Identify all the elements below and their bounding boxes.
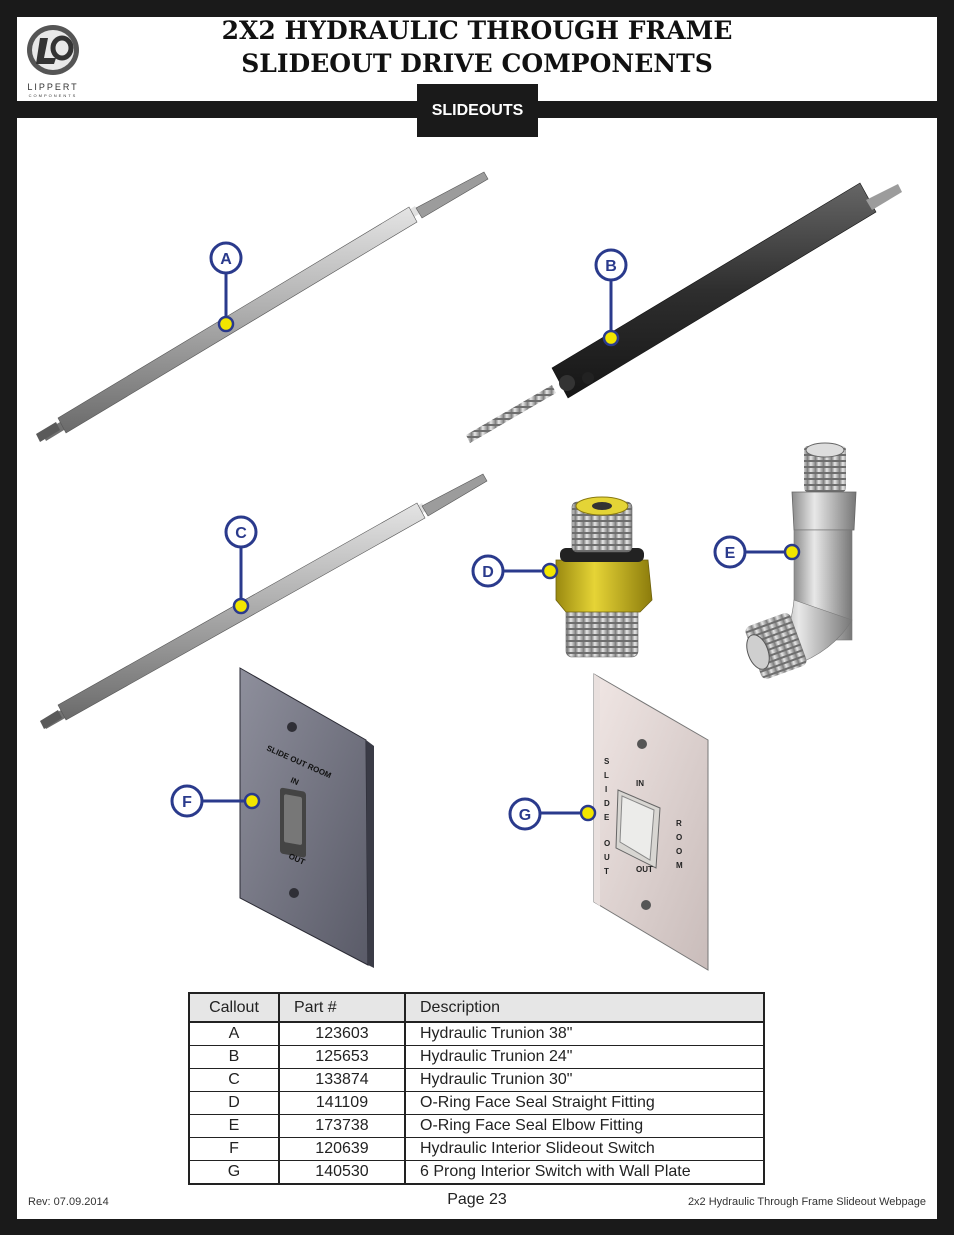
logo-c [50, 35, 74, 61]
parts-table: Callout Part # Description A 123603 Hydr… [188, 992, 765, 1185]
callout-a-label: A [220, 251, 232, 268]
callout-b: B [594, 248, 628, 347]
cell-description: Hydraulic Trunion 30" [405, 1068, 764, 1092]
switch-g-in: IN [636, 779, 644, 788]
callout-e: E [713, 535, 801, 569]
switch-g-out: OUT [636, 865, 653, 874]
callout-b-label: B [605, 258, 617, 275]
cell-callout: G [189, 1160, 280, 1184]
logo-text: LIPPERT [27, 82, 78, 92]
cell-part-number: 125653 [279, 1045, 406, 1069]
switch-g-letter: O [604, 839, 610, 848]
switch-g-letter: I [605, 785, 607, 794]
logo-l [36, 38, 56, 64]
table-row: C 133874 Hydraulic Trunion 30" [189, 1068, 764, 1092]
switch-g-letter: T [604, 867, 609, 876]
cell-description: 6 Prong Interior Switch with Wall Plate [420, 1163, 691, 1180]
callout-g: G [508, 797, 597, 831]
cell-description: O-Ring Face Seal Straight Fitting [405, 1091, 764, 1115]
frame-right [937, 118, 954, 1235]
interior-switch-plate-g: S L I D E O U T R O O M IN OUT [593, 673, 709, 971]
cell-callout: A [189, 1022, 280, 1046]
switch-g-right-letters: R O O M [676, 819, 683, 870]
header-callout: Callout [189, 993, 280, 1023]
cell-callout: D [189, 1091, 280, 1115]
cell-part-number: 123603 [279, 1022, 406, 1046]
switch-g-letter: L [604, 771, 609, 780]
switch-g-letter: E [604, 813, 610, 822]
title-line-2: SLIDEOUT DRIVE COMPONENTS [241, 49, 713, 78]
frame-bottom [0, 1219, 954, 1235]
revision-date: Rev: 07.09.2014 [28, 1196, 109, 1208]
cell-part-number: 141109 [279, 1091, 406, 1115]
slideout-switch-plate-f: SLIDE OUT ROOM IN OUT [239, 667, 374, 968]
cell-description: Hydraulic Interior Slideout Switch [405, 1137, 764, 1161]
elbow-fitting [745, 442, 857, 679]
page-title: 2X2 HYDRAULIC THROUGH FRAME SLIDEOUT DRI… [150, 14, 804, 80]
title-line-1: 2X2 HYDRAULIC THROUGH FRAME [221, 16, 733, 45]
table-row: F 120639 Hydraulic Interior Slideout Swi… [189, 1137, 764, 1161]
switch-g-left-letters: S L I D E O U T [604, 757, 610, 876]
callout-d-label: D [482, 564, 494, 581]
cell-description: Hydraulic Trunion 38" [405, 1022, 764, 1046]
trunion-38-rod [36, 171, 489, 442]
cell-callout: F [189, 1137, 280, 1161]
callout-f-label: F [182, 794, 192, 811]
switch-g-letter: M [676, 861, 683, 870]
trunion-24-rod [466, 182, 902, 443]
cell-part-number: 140530 [279, 1160, 406, 1184]
callout-a: A [209, 241, 243, 333]
callout-f: F [170, 784, 261, 818]
callout-c-label: C [235, 525, 247, 542]
table-row: A 123603 Hydraulic Trunion 38" [189, 1022, 764, 1046]
cell-callout: B [189, 1045, 280, 1069]
header-description: Description [405, 993, 764, 1023]
section-tab: SLIDEOUTS [417, 84, 538, 137]
parts-illustration: SLIDE OUT ROOM IN OUT S L I D E O U T R … [36, 171, 902, 971]
callout-c: C [224, 515, 258, 615]
cell-description: O-Ring Face Seal Elbow Fitting [405, 1114, 764, 1138]
cell-callout: C [189, 1068, 280, 1092]
page-number: Page 23 [447, 1191, 507, 1208]
switch-g-letter: D [604, 799, 610, 808]
table-row: D 141109 O-Ring Face Seal Straight Fitti… [189, 1091, 764, 1115]
switch-f-in: IN [289, 776, 300, 788]
switch-g-letter: R [676, 819, 682, 828]
table-row: E 173738 O-Ring Face Seal Elbow Fitting [189, 1114, 764, 1138]
header-part-number: Part # [279, 993, 406, 1023]
table-row: B 125653 Hydraulic Trunion 24" [189, 1045, 764, 1069]
lippert-logo: LIPPERT COMPONENTS [27, 25, 79, 98]
table-row: G 140530 6 Prong Interior Switch with Wa… [189, 1160, 764, 1184]
frame-left [0, 118, 17, 1235]
cell-part-number: 133874 [279, 1068, 406, 1092]
switch-g-letter: O [676, 847, 682, 856]
logo-subtext: COMPONENTS [29, 93, 78, 98]
table-header-row: Callout Part # Description [189, 993, 764, 1023]
switch-g-letter: O [676, 833, 682, 842]
switch-g-letter: U [604, 853, 610, 862]
cell-part-number: 173738 [279, 1114, 406, 1138]
callout-e-label: E [725, 545, 736, 562]
cell-callout: E [189, 1114, 280, 1138]
cell-description: Hydraulic Trunion 24" [405, 1045, 764, 1069]
switch-g-letter: S [604, 757, 610, 766]
straight-fitting [555, 496, 653, 658]
document-name: 2x2 Hydraulic Through Frame Slideout Web… [687, 1196, 926, 1208]
callout-d: D [471, 554, 559, 588]
cell-part-number: 120639 [279, 1137, 406, 1161]
callout-g-label: G [519, 807, 531, 824]
